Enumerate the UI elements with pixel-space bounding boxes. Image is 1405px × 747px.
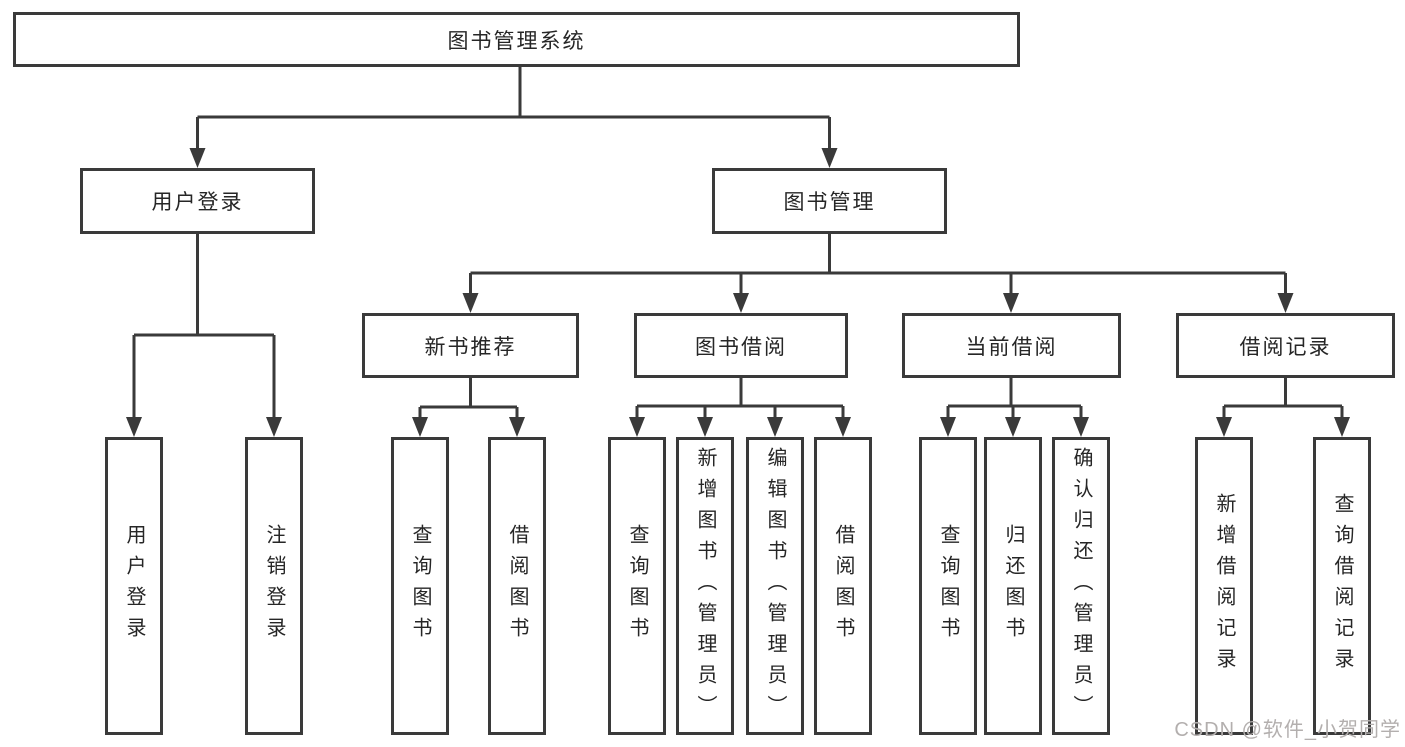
node-book-management-label: 图书管理 bbox=[783, 191, 876, 214]
node-book-borrowing: 图书借阅 bbox=[634, 313, 848, 378]
leaf-current-return-books-label: 归还图书 bbox=[1002, 524, 1024, 648]
node-root-label: 图书管理系统 bbox=[447, 29, 586, 53]
leaf-records-query-record-label: 查询借阅记录 bbox=[1331, 493, 1353, 679]
leaf-borrowing-borrow-books-label: 借阅图书 bbox=[832, 524, 854, 648]
leaf-borrowing-edit-books-label: 编辑图书（管理员） bbox=[764, 446, 786, 726]
edges-borrowing-records-children bbox=[1222, 376, 1344, 423]
leaf-logout-label: 注销登录 bbox=[263, 524, 285, 648]
leaf-user-login: 用户登录 bbox=[105, 437, 163, 735]
node-new-book-recommend-label: 新书推荐 bbox=[424, 335, 517, 359]
leaf-recommend-borrow-books-label: 借阅图书 bbox=[506, 524, 528, 648]
node-current-borrowing-label: 当前借阅 bbox=[965, 335, 1058, 359]
leaf-recommend-query-books: 查询图书 bbox=[391, 437, 449, 735]
leaf-borrowing-query-books-label: 查询图书 bbox=[626, 524, 648, 648]
leaf-records-add-record: 新增借阅记录 bbox=[1195, 437, 1253, 735]
leaf-current-confirm-return-label: 确认归还（管理员） bbox=[1070, 446, 1092, 726]
leaf-records-add-record-label: 新增借阅记录 bbox=[1213, 493, 1235, 679]
node-root: 图书管理系统 bbox=[13, 12, 1020, 67]
arrowheads bbox=[126, 148, 1350, 437]
leaf-logout: 注销登录 bbox=[245, 437, 303, 735]
node-book-management: 图书管理 bbox=[712, 168, 947, 234]
edges-current-borrowing-children bbox=[946, 376, 1083, 423]
node-user-login: 用户登录 bbox=[80, 168, 315, 234]
leaf-user-login-label: 用户登录 bbox=[123, 524, 145, 648]
edges-book-management-children bbox=[469, 232, 1287, 298]
node-borrowing-records-label: 借阅记录 bbox=[1239, 335, 1332, 359]
leaf-current-return-books: 归还图书 bbox=[984, 437, 1042, 735]
leaf-records-query-record: 查询借阅记录 bbox=[1313, 437, 1371, 735]
leaf-current-query-books-label: 查询图书 bbox=[937, 524, 959, 648]
leaf-current-query-books: 查询图书 bbox=[919, 437, 977, 735]
edges-root-to-level2 bbox=[196, 66, 831, 152]
node-book-borrowing-label: 图书借阅 bbox=[695, 335, 787, 359]
node-current-borrowing: 当前借阅 bbox=[902, 313, 1121, 378]
edges-new-book-recommend-children bbox=[418, 376, 519, 423]
watermark: CSDN @软件_小贺同学 bbox=[1174, 719, 1401, 741]
node-user-login-label: 用户登录 bbox=[151, 191, 244, 214]
node-borrowing-records: 借阅记录 bbox=[1176, 313, 1395, 378]
leaf-borrowing-add-books: 新增图书（管理员） bbox=[676, 437, 734, 735]
leaf-recommend-query-books-label: 查询图书 bbox=[409, 524, 431, 648]
leaf-borrowing-edit-books: 编辑图书（管理员） bbox=[746, 437, 804, 735]
leaf-borrowing-add-books-label: 新增图书（管理员） bbox=[694, 446, 716, 726]
edges-user-login-children bbox=[132, 232, 276, 423]
leaf-borrowing-query-books: 查询图书 bbox=[608, 437, 666, 735]
leaf-borrowing-borrow-books: 借阅图书 bbox=[814, 437, 872, 735]
leaf-recommend-borrow-books: 借阅图书 bbox=[488, 437, 546, 735]
leaf-current-confirm-return: 确认归还（管理员） bbox=[1052, 437, 1110, 735]
node-new-book-recommend: 新书推荐 bbox=[362, 313, 579, 378]
edges-book-borrowing-children bbox=[635, 376, 845, 423]
